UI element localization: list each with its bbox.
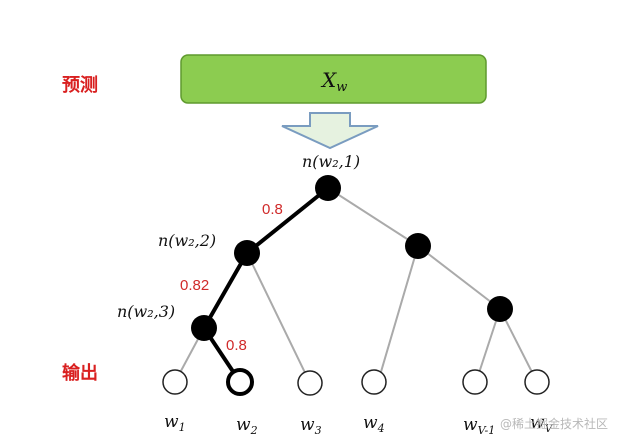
edge-right-w4 [377, 245, 419, 383]
edge-weight-2: 0.82 [180, 277, 209, 294]
leaf-wv1 [462, 369, 488, 395]
leaf-label-w4: w4 [363, 413, 385, 435]
node-level3-label: n(w₂,3) [117, 302, 175, 321]
leaf-label-w1: w1 [164, 412, 186, 434]
node-level2-label: n(w₂,2) [158, 231, 216, 250]
input-vector-label: Xw [320, 68, 347, 95]
leaf-w4 [361, 369, 387, 395]
edge-weight-3: 0.8 [226, 337, 247, 354]
leaf-nodes [162, 368, 550, 396]
input-subscript: w [336, 80, 347, 95]
node-right-deep [487, 296, 513, 322]
leaf-label-w3: w3 [300, 415, 322, 437]
leaf-label-w2: w2 [236, 415, 258, 437]
path-edge-2 [202, 251, 249, 330]
node-level2 [234, 240, 260, 266]
edge-deep-wv [499, 308, 538, 383]
watermark-text: @稀土掘金技术社区 [500, 416, 608, 431]
edge-right-deep [417, 245, 501, 310]
node-right [405, 233, 431, 259]
node-root [315, 175, 341, 201]
leaf-wv [524, 369, 550, 395]
predict-label: 预测 [62, 74, 98, 96]
leaf-w2-selected [226, 368, 254, 396]
path-edge-1 [245, 186, 330, 255]
input-symbol: X [320, 68, 337, 92]
edge-weight-1: 0.8 [262, 201, 283, 218]
node-level3 [191, 315, 217, 341]
down-arrow-icon [281, 112, 379, 150]
leaf-w1 [162, 369, 188, 395]
input-vector-box [180, 54, 487, 104]
output-label: 输出 [62, 362, 98, 384]
node-root-label: n(w₂,1) [302, 152, 360, 171]
edge-n2-w3 [246, 252, 311, 384]
leaf-label-wv: wV [530, 413, 554, 435]
edge-root-right [327, 187, 419, 247]
leaf-w3 [297, 370, 323, 396]
leaf-label-wv1: wV-1 [463, 415, 495, 437]
